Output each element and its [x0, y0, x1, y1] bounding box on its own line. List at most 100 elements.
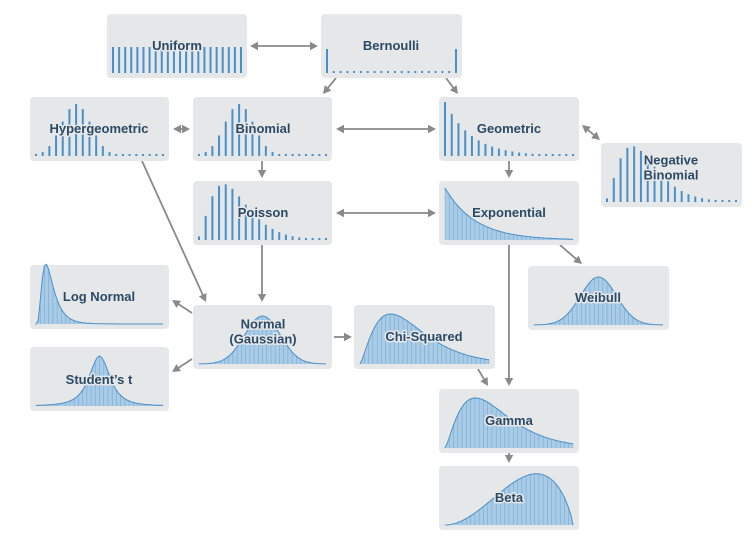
distribution-bar: [185, 47, 188, 73]
node-gamma: Gamma: [439, 389, 579, 453]
edge-line: [445, 77, 456, 90]
distribution-bar: [619, 158, 622, 202]
distribution-bar: [81, 109, 84, 156]
distribution-dot: [538, 154, 541, 156]
skewed-curve-icon: [444, 397, 574, 449]
node-label: Geometric: [477, 121, 541, 136]
arrowhead: [336, 208, 344, 218]
distribution-bar: [271, 152, 274, 156]
distribution-dot: [311, 154, 314, 156]
node-label: Weibull: [575, 290, 621, 305]
node-label: Beta: [495, 490, 524, 505]
distribution-bar: [450, 113, 453, 156]
distribution-dot: [141, 154, 144, 156]
distribution-dot: [318, 238, 321, 240]
node-weibull: Weibull: [528, 266, 669, 330]
distribution-bar: [251, 212, 254, 240]
distribution-bar: [284, 234, 287, 240]
skewed-curve-icon: [359, 313, 490, 365]
distribution-bar: [667, 181, 670, 202]
density-curve: [359, 313, 490, 365]
distribution-bar: [41, 152, 44, 156]
distribution-bar: [238, 104, 241, 156]
lognormal-curve-icon: [35, 263, 164, 325]
node-label: Student’s t: [66, 372, 133, 387]
distribution-dot: [400, 71, 403, 73]
edge-line: [326, 77, 337, 90]
distribution-dot: [298, 154, 301, 156]
distribution-bar: [154, 47, 157, 73]
distribution-bar: [233, 47, 236, 73]
arrowhead: [344, 332, 352, 342]
edge-exponential-to-gamma: [504, 245, 514, 386]
distribution-bar: [118, 47, 121, 73]
distribution-bar: [518, 152, 521, 156]
distribution-bar: [633, 146, 636, 202]
density-curve: [198, 315, 326, 365]
arrowhead: [504, 378, 514, 386]
distribution-bar: [218, 185, 221, 240]
node-label: Negative: [644, 153, 698, 168]
edge-binomial-to-geometric: [336, 124, 436, 134]
distribution-bar: [238, 196, 241, 240]
distribution-bar: [130, 47, 133, 73]
arrowhead: [323, 85, 332, 94]
node-box: [107, 14, 247, 78]
distribution-bar: [197, 47, 200, 73]
distribution-bar: [75, 104, 78, 156]
distribution-dot: [448, 71, 451, 73]
arrowhead: [480, 376, 488, 386]
distribution-bar: [198, 236, 200, 240]
edge-line: [176, 302, 193, 314]
distribution-dot: [387, 71, 390, 73]
distribution-bar: [204, 215, 207, 240]
distribution-dot: [393, 71, 396, 73]
distribution-bar: [221, 47, 224, 73]
distribution-bar: [524, 153, 527, 156]
distribution-dot: [434, 71, 437, 73]
distribution-bar: [224, 121, 227, 156]
node-hypergeometric: Hypergeometric: [30, 97, 169, 161]
distribution-dot: [380, 71, 383, 73]
arrowhead: [172, 364, 181, 372]
skewed-bars-icon: [198, 184, 327, 240]
edge-poisson-to-normal: [257, 245, 267, 302]
node-chi-squared: Chi-Squared: [354, 305, 495, 369]
distribution-dot: [565, 154, 568, 156]
distribution-bar: [694, 196, 697, 202]
distribution-dot: [545, 154, 548, 156]
distribution-dot: [373, 71, 376, 73]
node-label: Normal: [241, 317, 286, 332]
distribution-bar: [224, 184, 227, 240]
distribution-bar: [191, 47, 194, 73]
edge-hypergeometric-to-binomial: [173, 124, 190, 134]
distribution-bar: [148, 47, 151, 73]
node-bernoulli: Bernoulli: [321, 14, 462, 78]
edge-bernoulli-to-geometric: [445, 77, 458, 94]
distribution-dot: [291, 154, 294, 156]
node-label: Hypergeometric: [50, 121, 149, 136]
arrowhead: [250, 41, 258, 51]
node-geometric: Geometric: [439, 97, 579, 161]
arrowhead: [182, 124, 190, 134]
distribution-dot: [128, 154, 131, 156]
node-students-t: Student’s t: [30, 347, 169, 411]
distribution-dot: [325, 154, 327, 156]
distribution-dot: [304, 154, 307, 156]
bernoulli-bars-icon: [326, 49, 457, 73]
distribution-bar: [497, 148, 500, 156]
distribution-dot: [346, 71, 349, 73]
distribution-bar: [504, 150, 507, 156]
density-curve: [444, 187, 573, 240]
distribution-bar: [606, 198, 608, 202]
distribution-bar: [240, 47, 242, 73]
edge-gamma-to-beta: [504, 453, 514, 463]
node-box: [193, 181, 332, 245]
distribution-bar: [484, 143, 487, 156]
edge-bernoulli-to-binomial: [323, 77, 337, 94]
density-curve: [35, 355, 164, 406]
distribution-dot: [551, 154, 554, 156]
arrowhead: [172, 300, 181, 308]
